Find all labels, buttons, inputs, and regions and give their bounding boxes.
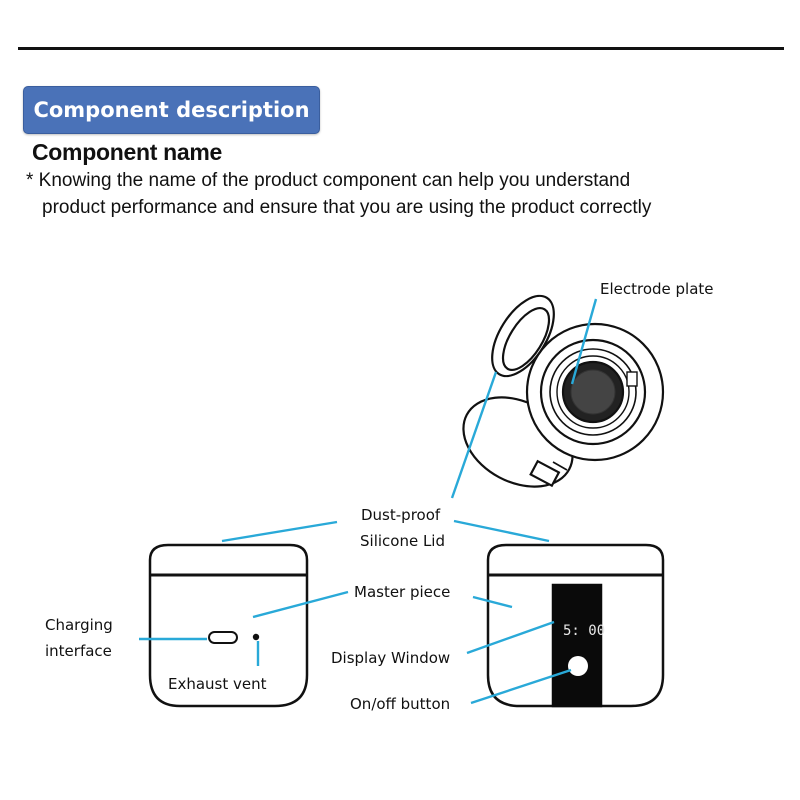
device-inner-rim [539, 338, 647, 446]
label-dust-proof-2: Silicone Lid [360, 532, 445, 550]
exhaust-vent-hole [252, 633, 260, 641]
charging-port [208, 631, 238, 644]
label-on-off-button: On/off button [350, 695, 450, 713]
intro-note-line-1: * Knowing the name of the product compon… [26, 170, 631, 191]
display-readout: 5: 00 [563, 623, 605, 639]
front-view-device-illustration [486, 543, 665, 708]
display-window [551, 583, 603, 708]
page-heading: Component name [32, 139, 223, 165]
side-port [529, 459, 561, 488]
electrode-plate-leader [570, 298, 598, 385]
label-exhaust-vent: Exhaust vent [168, 675, 267, 693]
side-view-device-illustration [148, 543, 309, 708]
label-master-piece: Master piece [354, 583, 450, 601]
section-tab: Component description [23, 86, 320, 134]
display-window-leader [466, 620, 555, 655]
silicone-lid [491, 294, 555, 378]
label-charging-1: Charging [45, 616, 113, 634]
leader-lines [139, 298, 598, 705]
label-electrode-plate: Electrode plate [600, 280, 714, 298]
on-off-button-leader [470, 668, 572, 705]
intro-note-line-2: product performance and ensure that you … [42, 197, 652, 218]
master-piece-leader-right [472, 595, 513, 609]
lid-leader-right [453, 519, 550, 543]
master-piece-leader-left [252, 590, 349, 619]
label-display-window: Display Window [331, 649, 450, 667]
label-dust-proof-1: Dust-proof [361, 506, 441, 524]
on-off-button [568, 656, 588, 676]
lid-leader-left [221, 520, 338, 543]
label-charging-2: interface [45, 642, 112, 660]
top-divider [18, 47, 784, 50]
lid-leader-top [450, 371, 498, 499]
top-device-illustration [462, 294, 665, 488]
